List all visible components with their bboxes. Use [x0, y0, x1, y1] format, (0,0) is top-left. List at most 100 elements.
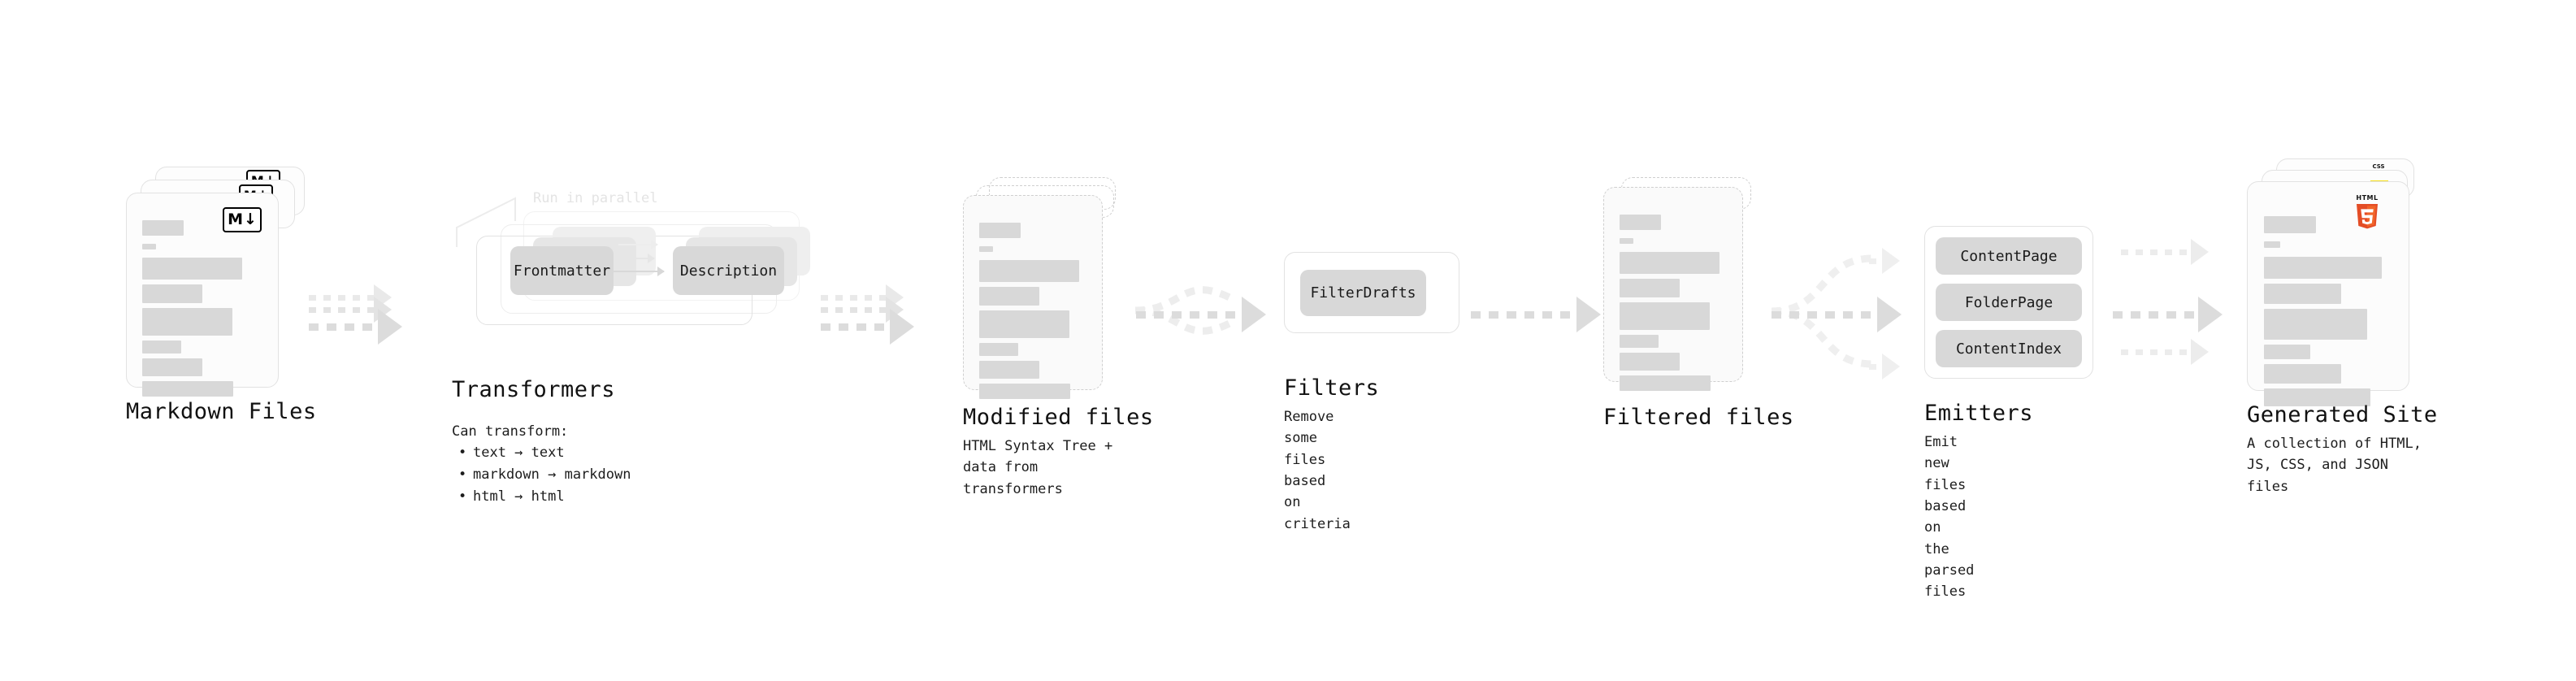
skeleton-bar: [979, 260, 1079, 282]
arrow-head: [2198, 297, 2223, 332]
arrow-shaft: [309, 294, 375, 301]
html5-icon: HTML: [2355, 195, 2379, 230]
skeleton-bar: [979, 246, 993, 252]
stage-title-markdown-files: Markdown Files: [126, 399, 317, 424]
filtered-card-front: [1603, 187, 1743, 391]
skeleton-bar: [1620, 335, 1659, 348]
stage-filtered-files: Filtered files: [1603, 177, 1793, 430]
stage-generated-site: CSS HTML: [2247, 158, 2437, 495]
transformers-bullet-list: text → text markdown → markdown html → h…: [458, 442, 631, 509]
skeleton-bar: [979, 287, 1039, 306]
transformer-inner-arrow-back-2: [618, 240, 658, 249]
skeleton-bar: [1620, 353, 1680, 371]
run-in-parallel-bracket: [456, 197, 516, 247]
generated-site-caption: A collection of HTML, JS, CSS, and JSON …: [2247, 436, 2422, 495]
arrow-shaft: [1869, 363, 1884, 370]
arrow-shaft: [2121, 249, 2192, 255]
arrow-head: [1877, 297, 1902, 332]
filter-pill-filterdrafts[interactable]: FilterDrafts: [1300, 270, 1426, 316]
arrow-head: [2191, 239, 2209, 265]
generated-site-card-front: [2247, 181, 2409, 406]
skeleton-bar: [2264, 309, 2367, 340]
arrow-shaft: [1869, 258, 1884, 264]
dashed-arrow: [1869, 354, 1902, 380]
skeleton-bar: [2264, 216, 2316, 233]
skeleton-bar: [142, 220, 184, 236]
dashed-arrow: [2121, 239, 2210, 265]
emitter-pill-contentindex[interactable]: ContentIndex: [1936, 330, 2082, 367]
modified-files-caption: HTML Syntax Tree + data from transformer…: [963, 438, 1113, 497]
stage-title-filtered-files: Filtered files: [1603, 405, 1794, 430]
arrow-head: [2191, 339, 2209, 365]
skeleton-bar: [1620, 302, 1710, 330]
stage-title-modified-files: Modified files: [963, 405, 1154, 430]
arrow-shaft: [821, 306, 887, 313]
arrow-shaft: [309, 323, 379, 331]
transformer-pill-description[interactable]: Description: [673, 246, 784, 295]
arrow-head: [1882, 354, 1900, 380]
list-item: markdown → markdown: [458, 464, 631, 486]
skeleton-bar: [142, 340, 181, 354]
emitter-pill-folderpage-label: FolderPage: [1964, 293, 2053, 311]
arrow-shaft: [821, 294, 887, 301]
modified-card-stack: [963, 177, 1142, 421]
skeleton-bar: [142, 244, 156, 249]
connector-filtered-to-emitters-fan: [1771, 254, 1873, 368]
arrow-shaft: [821, 323, 891, 331]
stage-modified-files: Modified files HTML Syntax Tree + data f…: [963, 177, 1153, 497]
arrow-shaft: [614, 258, 654, 259]
dashed-arrow: [821, 309, 914, 345]
transformer-pill-description-label: Description: [679, 262, 778, 280]
arrow-head: [651, 240, 658, 249]
arrow-head: [648, 254, 655, 263]
emitters-group-box: [1924, 226, 2093, 379]
stage-title-generated-site: Generated Site: [2247, 402, 2438, 427]
emitters-caption: Emit new files based on the parsed files: [1924, 434, 1975, 601]
markdown-icon-arrow: ↓: [244, 210, 257, 228]
dashed-arrow: [1471, 297, 1601, 332]
stage-title-transformers: Transformers: [452, 377, 616, 402]
transformer-inner-arrow-front: [614, 267, 665, 276]
arrow-shaft: [618, 244, 657, 245]
skeleton-bar: [142, 381, 233, 397]
arrow-shaft: [1471, 310, 1578, 319]
arrow-shaft: [2113, 310, 2200, 319]
emitter-pill-folderpage[interactable]: FolderPage: [1936, 284, 2082, 321]
skeleton-bar: [979, 310, 1069, 338]
arrow-shaft: [2121, 349, 2192, 355]
skeleton-bar: [2264, 284, 2341, 304]
arrow-head: [890, 309, 914, 345]
stage-title-emitters: Emitters: [1924, 401, 2034, 426]
skeleton-bar: [1620, 238, 1633, 244]
modified-card-front: [963, 195, 1103, 399]
emitter-pill-contentpage-label: ContentPage: [1960, 247, 2058, 265]
stage-markdown-files: M↓ M↓ M↓ Markdown Files: [126, 167, 316, 424]
filtered-card-stack: [1603, 177, 1782, 421]
arrow-head: [378, 309, 402, 345]
arrow-shaft: [1136, 310, 1243, 319]
markdown-card-stack: M↓ M↓ M↓: [126, 167, 305, 410]
emitter-pill-contentpage[interactable]: ContentPage: [1936, 237, 2082, 275]
emitter-pill-contentindex-label: ContentIndex: [1955, 340, 2062, 358]
skeleton-bar: [2264, 257, 2382, 279]
skeleton-bar: [1620, 375, 1711, 391]
arrow-shaft: [309, 306, 375, 313]
skeleton-bar: [979, 223, 1021, 238]
arrow-shaft: [1772, 310, 1879, 319]
arrow-head: [1882, 248, 1900, 274]
dashed-arrow: [2121, 339, 2210, 365]
dashed-arrow: [1772, 297, 1902, 332]
transformer-inner-arrow-back-1: [614, 254, 655, 263]
list-item: html → html: [458, 486, 631, 508]
list-item: text → text: [458, 442, 631, 464]
skeleton-bar: [2264, 388, 2370, 406]
markdown-icon-letter: M: [228, 210, 243, 228]
html5-icon-shield: [2357, 204, 2378, 229]
markdown-icon: M↓: [223, 207, 262, 232]
arrow-shaft: [614, 271, 664, 272]
transformer-pill-frontmatter[interactable]: Frontmatter: [510, 246, 614, 295]
arrow-head: [657, 267, 665, 276]
stage-title-filters: Filters: [1284, 375, 1380, 401]
css3-icon-word: CSS: [2372, 163, 2385, 170]
